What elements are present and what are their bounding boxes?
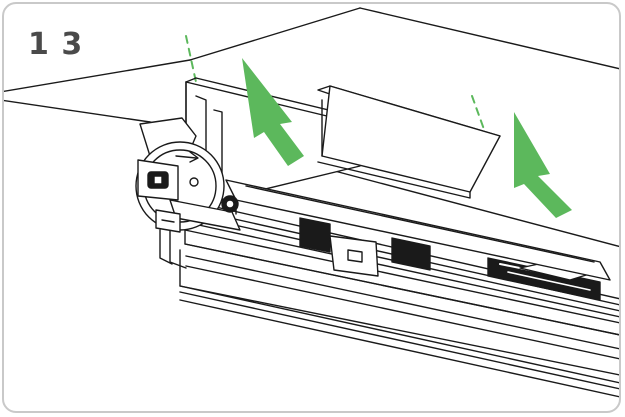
cover-plate-back [317,85,501,199]
internal-components [299,217,601,301]
headrail-body [159,199,619,399]
direction-arrow-icon [175,151,199,163]
step-number: 1 3 [28,27,84,62]
end-cap-bracket [135,117,241,233]
lift-arrow-icon [242,58,572,218]
